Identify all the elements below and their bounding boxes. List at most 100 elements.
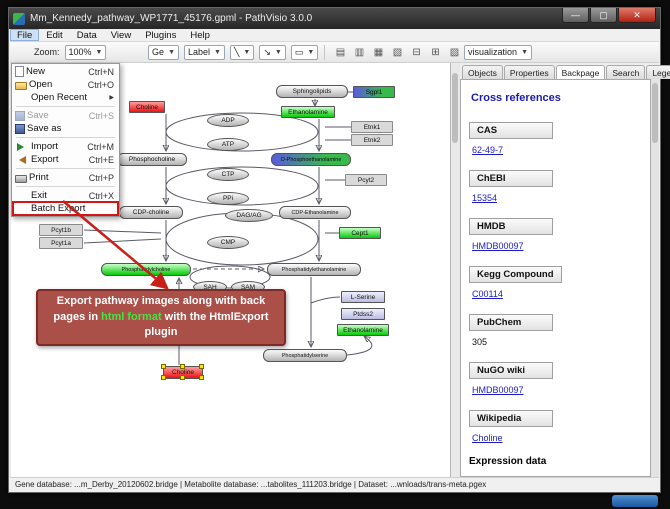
backpage-link[interactable]: HMDB00097: [472, 241, 524, 251]
align-horizontal-icon[interactable]: ▤: [335, 46, 346, 58]
selection-handle[interactable]: [199, 364, 204, 369]
maximize-button[interactable]: ▢: [590, 8, 617, 23]
close-button[interactable]: ✕: [618, 8, 656, 23]
canvas-vertical-scrollbar[interactable]: [451, 63, 459, 477]
pathway-node-phosphocholine[interactable]: Phosphocholine: [117, 153, 187, 166]
node-label: Phosphatidylcholine: [121, 266, 171, 273]
menubar-item-edit[interactable]: Edit: [46, 30, 63, 41]
menu-item-shortcut: Ctrl+S: [88, 110, 114, 121]
pathway-node-cdp-ethanolamine[interactable]: CDP-Ethanolamine: [279, 206, 351, 219]
chevron-down-icon: ▼: [243, 48, 251, 56]
menubar-item-plugins[interactable]: Plugins: [145, 30, 177, 41]
menu-item-spacer: [15, 203, 29, 214]
pathway-node-ethanolamine[interactable]: Ethanolamine: [337, 324, 389, 336]
menubar-item-data[interactable]: Data: [76, 30, 97, 41]
combo-label: Label: [188, 47, 211, 57]
tab-legend[interactable]: Legend: [646, 65, 670, 79]
file-menu-item-open-recent[interactable]: Open Recent▶: [13, 91, 118, 104]
selection-handle[interactable]: [180, 375, 185, 380]
label-tool-combo[interactable]: Label▼: [184, 44, 225, 60]
pathway-node-pcyt2[interactable]: Pcyt2: [345, 174, 387, 186]
pathway-node-dag-ag[interactable]: DAG/AG: [225, 209, 273, 222]
common-height-icon[interactable]: ⊞: [431, 46, 440, 58]
distribute-vertical-icon[interactable]: ▧: [392, 46, 403, 58]
toolbar: Zoom: 100% ▼ Ge▼Label▼╲▼↘▼▭▼ ▤▥▦▧⊟⊞▨ vis…: [10, 42, 659, 63]
tab-objects[interactable]: Objects: [462, 65, 503, 79]
pathway-node-etnk2[interactable]: Etnk2: [351, 134, 393, 146]
menubar-item-view[interactable]: View: [110, 30, 132, 41]
minimize-button[interactable]: —: [562, 8, 589, 23]
selection-handle[interactable]: [180, 364, 185, 369]
pathway-node-ptdss2[interactable]: Ptdss2: [341, 308, 385, 320]
tab-search[interactable]: Search: [606, 65, 646, 79]
datanode-type-combo[interactable]: Ge▼: [148, 44, 179, 60]
pathway-node-ctp[interactable]: CTP: [207, 168, 249, 181]
pathway-node-ppi[interactable]: PPi: [207, 192, 249, 205]
menubar-item-help[interactable]: Help: [190, 30, 210, 41]
toolbar-separator: [324, 44, 326, 60]
pathway-node-sgpl1[interactable]: Sgpl1: [353, 86, 395, 98]
tab-backpage[interactable]: Backpage: [555, 65, 606, 80]
selection-handle[interactable]: [161, 375, 166, 380]
connector-tool-combo[interactable]: ↘▼: [259, 44, 286, 60]
scrollbar-thumb[interactable]: [652, 83, 658, 143]
pathway-node-o-phosphoethanolamine[interactable]: O-Phosphoethanolamine: [271, 153, 351, 166]
pathway-node-choline[interactable]: Choline: [129, 101, 165, 113]
distribute-horizontal-icon[interactable]: ▦: [373, 46, 384, 58]
tab-properties[interactable]: Properties: [503, 65, 555, 79]
menu-item-label: Save as: [27, 123, 62, 134]
chevron-down-icon: ▼: [168, 48, 175, 56]
pathway-node-adp[interactable]: ADP: [207, 114, 249, 127]
scrollbar-thumb[interactable]: [452, 73, 458, 143]
selection-handle[interactable]: [199, 375, 204, 380]
line-tool-combo[interactable]: ╲▼: [229, 44, 255, 60]
align-vertical-icon[interactable]: ▥: [354, 46, 365, 58]
pathway-node-phosphatidylethanolamine[interactable]: Phosphatidylethanolamine: [267, 263, 361, 276]
file-menu-item-save[interactable]: Save Ctrl+S: [13, 109, 118, 122]
stack-icon[interactable]: ▨: [449, 46, 460, 58]
pathway-node-phosphatidylserine[interactable]: Phosphatidylserine: [263, 349, 347, 362]
node-label: CDP-choline: [132, 209, 170, 216]
statusbar-text: Gene database: ...m_Derby_20120602.bridg…: [15, 480, 487, 489]
backpage-link[interactable]: 62-49-7: [472, 145, 504, 155]
pathway-node-pcyt1a[interactable]: Pcyt1a: [39, 237, 83, 249]
pathway-node-pcyt1b[interactable]: Pcyt1b: [39, 224, 83, 236]
pathway-node-cmp[interactable]: CMP: [207, 236, 249, 249]
file-menu-item-save-as[interactable]: Save as: [13, 122, 118, 135]
backpage-link[interactable]: C00114: [472, 289, 503, 299]
backpage-link[interactable]: 15354: [472, 193, 498, 203]
backpage-link[interactable]: Choline: [472, 433, 503, 443]
pathway-node-ethanolamine[interactable]: Ethanolamine: [281, 106, 335, 118]
pathway-node-atp[interactable]: ATP: [207, 138, 249, 151]
pathway-node-cdp-choline[interactable]: CDP-choline: [119, 206, 183, 219]
common-width-icon[interactable]: ⊟: [412, 46, 421, 58]
pathway-node-sphingolipids[interactable]: Sphingolipids: [276, 85, 348, 98]
backpage-link[interactable]: HMDB00097: [472, 385, 524, 395]
pathway-node-cept1[interactable]: Cept1: [339, 227, 381, 239]
visualization-combo[interactable]: visualization ▼: [464, 44, 532, 60]
menu-item-label: Import: [31, 141, 58, 152]
pathway-node-l-serine[interactable]: L-Serine: [341, 291, 385, 303]
zoom-combo[interactable]: 100% ▼: [64, 44, 107, 60]
shape-tool-combo[interactable]: ▭▼: [290, 44, 319, 60]
menu-item-label: Save: [27, 110, 49, 121]
pathway-node-etnk1[interactable]: Etnk1: [351, 121, 393, 133]
pathway-node-choline[interactable]: Choline: [161, 364, 204, 380]
menubar-item-file[interactable]: File: [10, 29, 40, 41]
pathway-node-phosphatidylcholine[interactable]: Phosphatidylcholine: [101, 263, 191, 276]
chevron-down-icon: ▼: [95, 48, 103, 56]
sidebar-vertical-scrollbar[interactable]: [651, 79, 659, 477]
backpage-section-header: HMDB: [469, 218, 553, 235]
selection-handle[interactable]: [161, 364, 166, 369]
titlebar[interactable]: Mm_Kennedy_pathway_WP1771_45176.gpml - P…: [9, 8, 660, 29]
file-menu-item-batch-export[interactable]: Batch Export: [12, 201, 119, 216]
